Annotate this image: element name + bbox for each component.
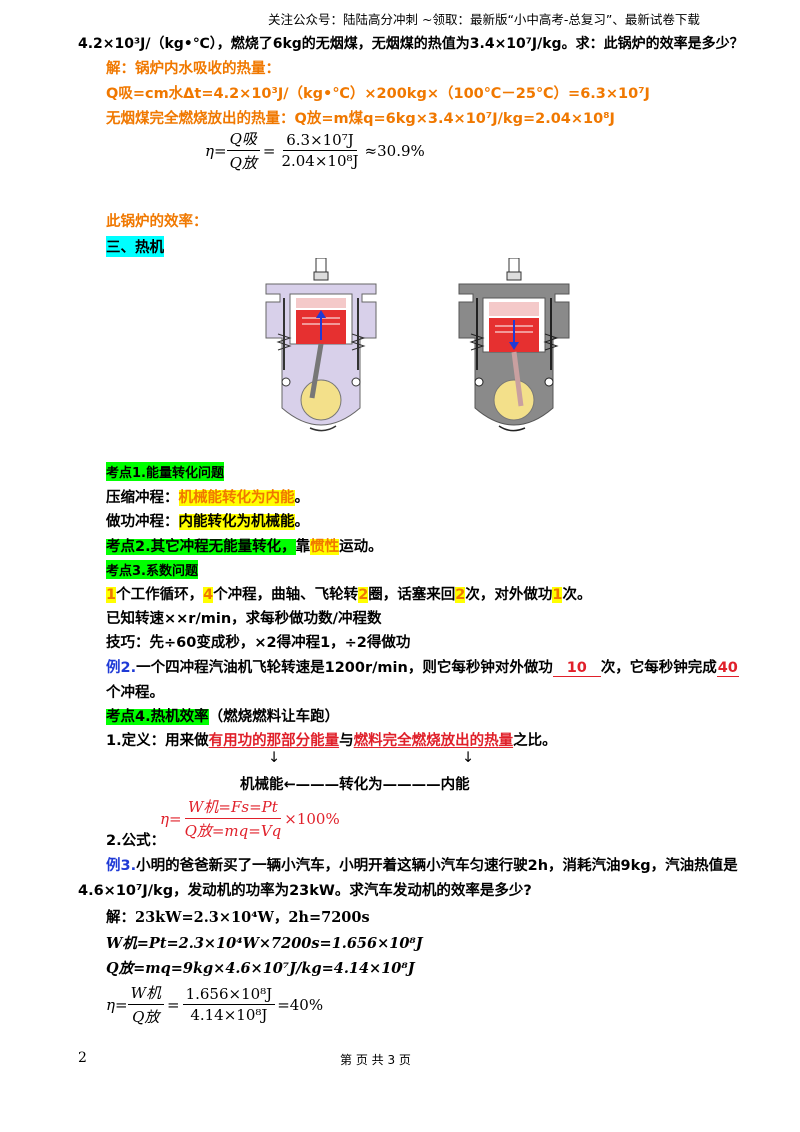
example3-sol1: 解：23kW=2.3×10⁴W，2h=7200s	[106, 909, 370, 926]
example3-sol3: Q放=mq=9kg×4.6×10⁷J/kg=4.14×10⁸J	[106, 960, 415, 977]
example2-answer-2: 40	[716, 660, 739, 677]
kaodian1-title: 考点1.能量转化问题	[106, 462, 224, 481]
kaodian3-line3: 技巧：先÷60变成秒，×2得冲程1，÷2得做功	[106, 635, 411, 651]
example3-line2: 4.6×10⁷J/kg，发动机的功率为23kW。求汽车发动机的效率是多少?	[78, 883, 532, 899]
arrow-down-left: ↓	[268, 750, 281, 766]
problem1-q-release: 无烟煤完全燃烧放出的热量：Q放=m煤q=6kg×3.4×10⁷J/kg=2.04…	[106, 111, 615, 127]
arrow-down-right: ↓	[462, 750, 475, 766]
kaodian3-line2: 已知转速××r/min，求每秒做功数/冲程数	[106, 611, 382, 627]
page-header: 关注公众号：陆陆高分冲刺 ~领取：最新版“小中高考-总复习”、最新试卷下载	[268, 12, 700, 27]
engine-diagram-compression	[265, 258, 377, 432]
fraction-symbolic: Q吸 Q放	[226, 128, 260, 173]
kaodian4-title-line: 考点4.热机效率（燃烧燃料让车跑）	[106, 709, 340, 725]
problem1-efficiency-formula: η= Q吸 Q放 = 6.3×10⁷J 2.04×10⁸J ≈30.9%	[205, 128, 425, 173]
section-title-heat-engine: 三、热机	[106, 236, 164, 257]
compression-stroke-line: 压缩冲程：机械能转化为内能。	[106, 490, 309, 506]
example2-line2: 个冲程。	[106, 685, 164, 701]
example3-line1: 例3.小明的爸爸新买了一辆小汽车，小明开着这辆小汽车匀速行驶2h，消耗汽油9kg…	[106, 858, 738, 874]
page-number: 2	[78, 1050, 87, 1066]
energy-conversion-line: 机械能←———转化为————内能	[240, 777, 470, 793]
problem1-efficiency-label: 此锅炉的效率：	[106, 214, 208, 230]
kaodian2-line: 考点2.其它冲程无能量转化，靠惯性运动。	[106, 539, 383, 555]
formula-label: 2.公式：	[106, 833, 166, 849]
example3-sol2: W机=Pt=2.3×10⁴W×7200s=1.656×10⁸J	[106, 935, 423, 952]
engine-diagram-power	[458, 258, 570, 432]
problem1-solution-label: 解：锅炉内水吸收的热量：	[106, 61, 280, 77]
problem1-q-absorb: Q吸=cm水Δt=4.2×10³J/（kg•℃）×200kg×（100℃－25℃…	[106, 86, 650, 102]
fraction-numeric: 6.3×10⁷J 2.04×10⁸J	[281, 131, 359, 170]
page-footer-text: 第 页 共 3 页	[340, 1053, 411, 1067]
kaodian3-title: 考点3.系数问题	[106, 560, 198, 579]
power-stroke-line: 做功冲程：内能转化为机械能。	[106, 514, 309, 530]
example2-answer-1: 10	[552, 660, 601, 677]
kaodian4-definition: 1.定义：用来做有用功的那部分能量与燃料完全燃烧放出的热量之比。	[106, 733, 557, 749]
kaodian3-line1: 1个工作循环，4个冲程，曲轴、飞轮转2圈，话塞来回2次，对外做功1次。	[106, 587, 592, 603]
example3-efficiency-formula: η= W机 Q放 = 1.656×10⁸J 4.14×10⁸J =40%	[106, 984, 324, 1026]
problem1-question: 4.2×10³J/（kg•℃），燃烧了6kg的无烟煤，无烟煤的热值为3.4×10…	[78, 36, 744, 52]
heat-engine-efficiency-formula: η= W机=Fs=Pt Q放=mq=Vq ×100%	[160, 798, 340, 840]
